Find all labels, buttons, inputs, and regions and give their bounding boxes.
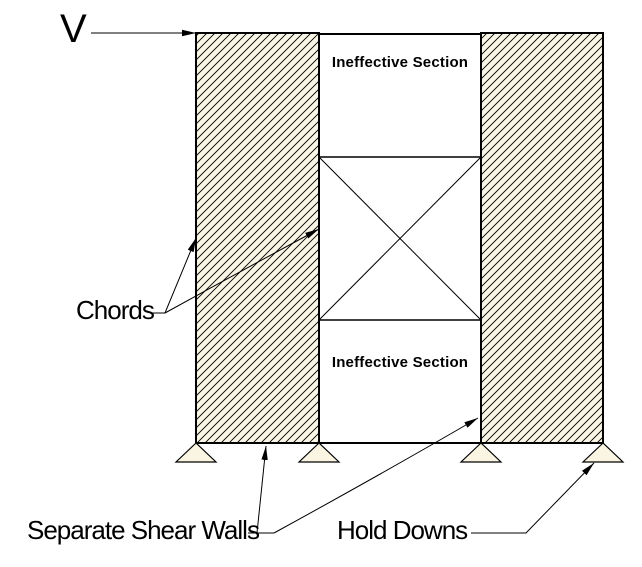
chords-label: Chords: [76, 295, 155, 325]
chords-leader-left: [151, 237, 197, 314]
x-brace-diagonal: [318, 156, 482, 321]
support-triangle: [297, 442, 341, 463]
right-shear-wall: [480, 32, 604, 444]
hold-downs-leader: [471, 462, 595, 534]
left-shear-wall: [195, 32, 320, 444]
hold-downs-label: Hold Downs: [337, 515, 468, 545]
x-braced-section: [318, 156, 482, 321]
ssw-leader-left-wall: [256, 445, 268, 534]
support-triangle: [174, 442, 218, 463]
right-wall-hatch: [481, 33, 603, 443]
left-wall-hatch: [196, 33, 319, 443]
support-triangle: [459, 442, 503, 463]
separate-shear-walls-label: Separate Shear Walls: [27, 515, 260, 545]
support-triangle: [581, 442, 625, 463]
ineffective-section-bottom-label: Ineffective Section: [331, 354, 469, 371]
shear-force-label: V: [60, 7, 87, 51]
leader-lines: [91, 29, 595, 534]
ssw-leader-right-wall: [273, 417, 479, 534]
ineffective-section-top-label: Ineffective Section: [331, 54, 469, 71]
chords-leader-right: [164, 228, 320, 314]
support-triangles: [174, 442, 625, 463]
